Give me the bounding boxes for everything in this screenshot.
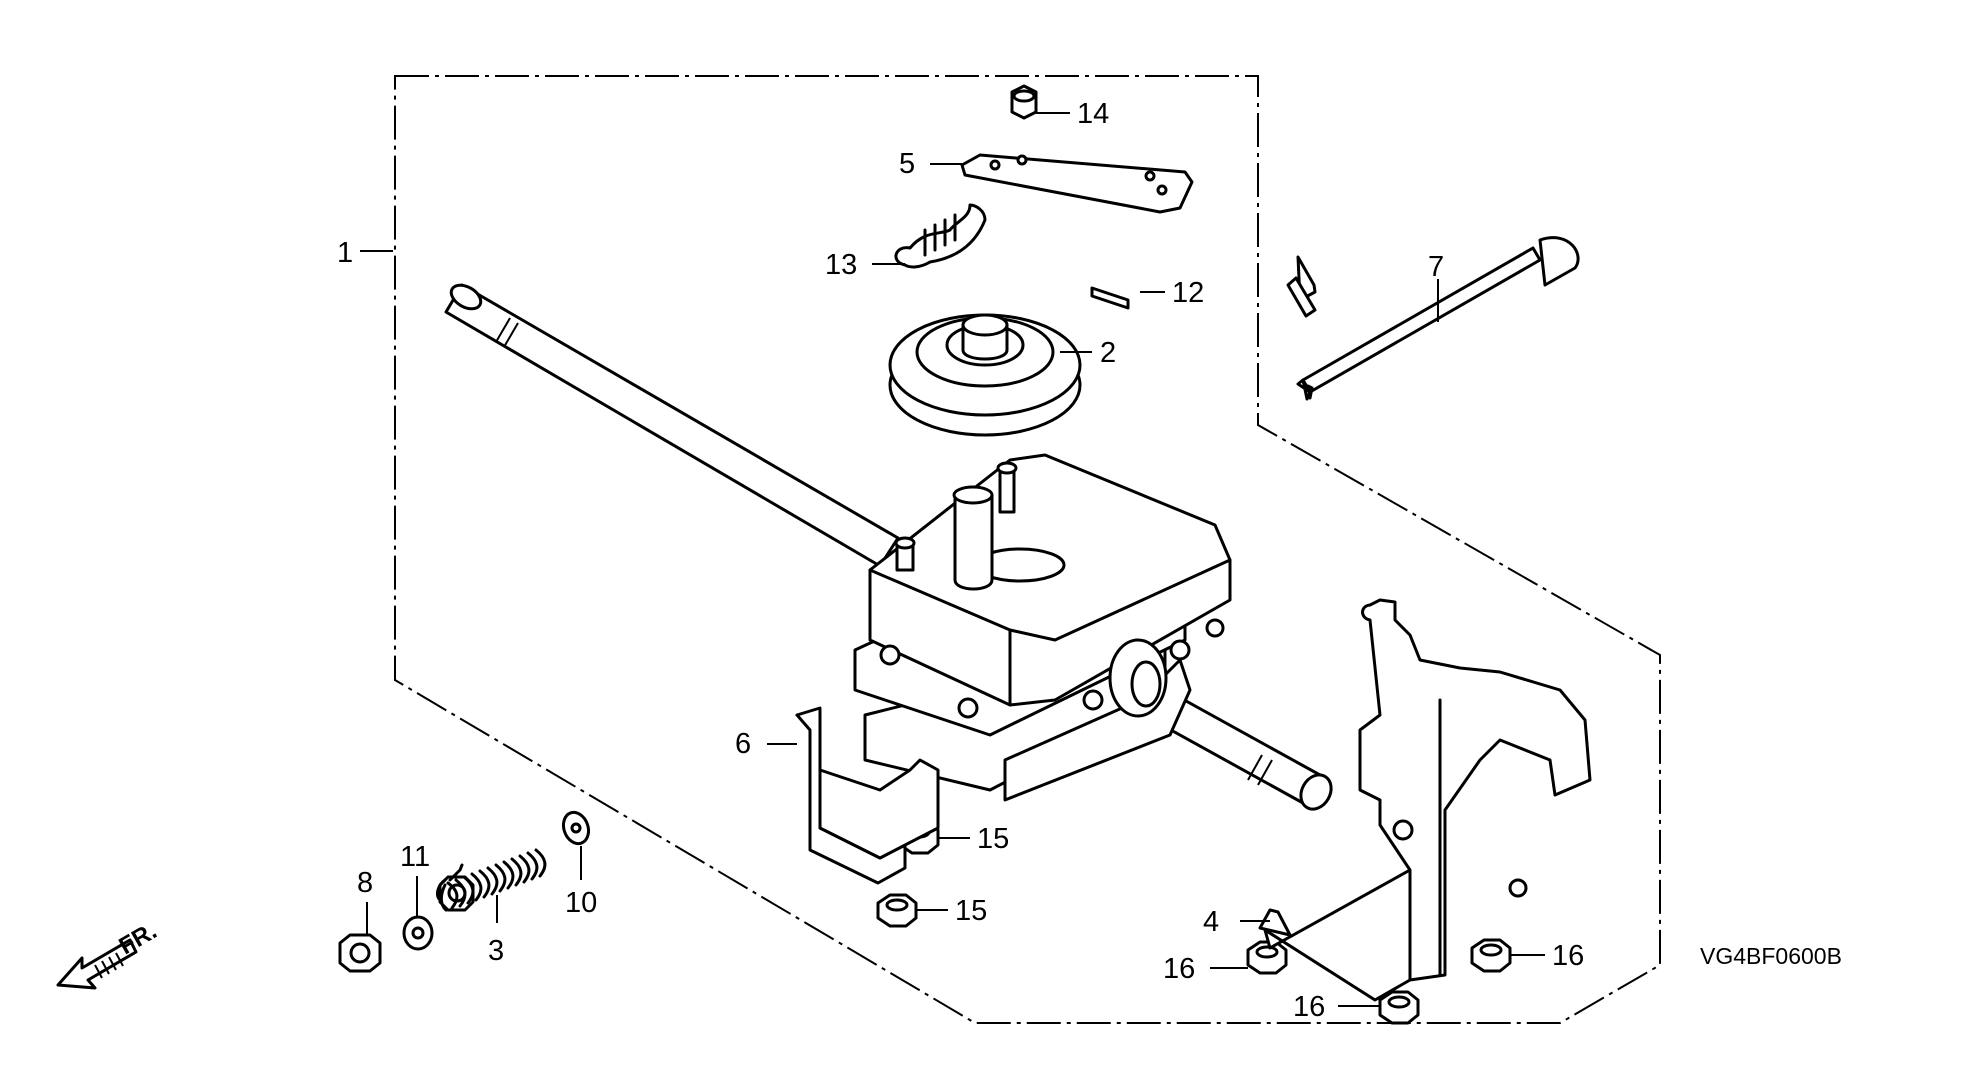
callout-1: 1	[337, 237, 353, 269]
small-parts	[338, 84, 1512, 1025]
callout-15-lower: 15	[955, 895, 987, 927]
pulley	[888, 313, 1082, 437]
callout-11: 11	[400, 841, 430, 873]
callout-3: 3	[488, 935, 504, 967]
callout-2: 2	[1100, 337, 1116, 369]
diagram-code: VG4BF0600B	[1700, 943, 1842, 969]
callout-6: 6	[735, 728, 751, 760]
long-bolt	[1286, 236, 1580, 401]
callout-labels: 1 2 3 4 5 6 7 8 10 11 12 13 14 15 15 16 …	[337, 98, 1584, 1023]
callout-7: 7	[1428, 251, 1444, 283]
callout-4: 4	[1203, 906, 1219, 938]
callout-12: 12	[1172, 277, 1204, 309]
callout-13: 13	[825, 249, 857, 281]
callout-10: 10	[565, 887, 597, 919]
callout-5: 5	[899, 148, 915, 180]
callout-8: 8	[357, 867, 373, 899]
callout-16-bottom: 16	[1293, 991, 1325, 1023]
front-direction-arrow: FR.	[56, 917, 161, 990]
leader-lines	[360, 112, 1545, 1007]
callout-14: 14	[1077, 98, 1109, 130]
callout-15-upper: 15	[977, 823, 1009, 855]
callout-16-left: 16	[1163, 953, 1195, 985]
gearbox-housing	[853, 453, 1232, 802]
right-bracket	[1258, 598, 1592, 1002]
assembly-boundary	[394, 75, 1661, 1024]
callout-16-right: 16	[1552, 940, 1584, 972]
left-bracket	[795, 706, 940, 885]
